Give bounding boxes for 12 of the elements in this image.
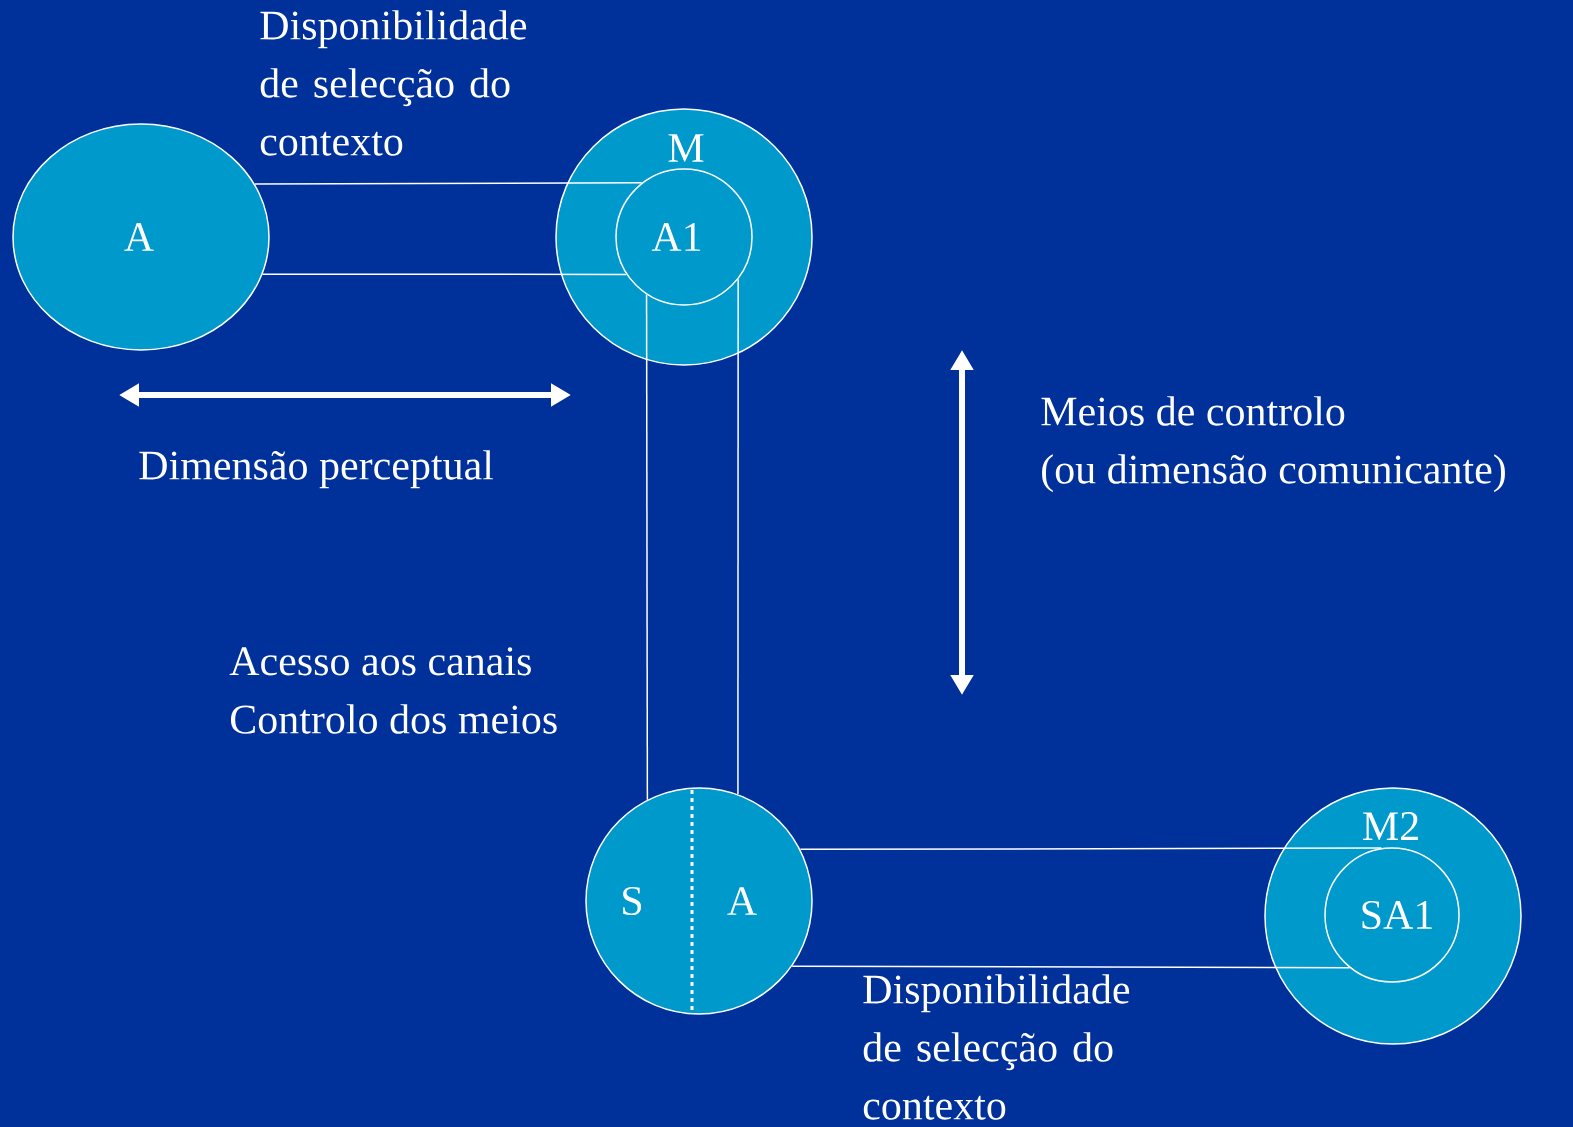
connector-line [261, 273, 628, 276]
text-label: Disponibilidade de selecção do contexto [863, 974, 1130, 1120]
text-label: Controlo dos meios [230, 704, 557, 734]
text-label: Acesso aos canais [229, 647, 531, 676]
text-label: Meios de controlo [1041, 396, 1345, 426]
connector-line [254, 182, 643, 185]
connector-line [799, 847, 1383, 851]
text-label: Dimensão perceptual [139, 450, 494, 489]
text-label: (ou dimensão comunicante) [1042, 454, 1505, 493]
connector-line [645, 293, 649, 801]
connector-line [737, 278, 739, 795]
connector-line [791, 965, 1351, 969]
